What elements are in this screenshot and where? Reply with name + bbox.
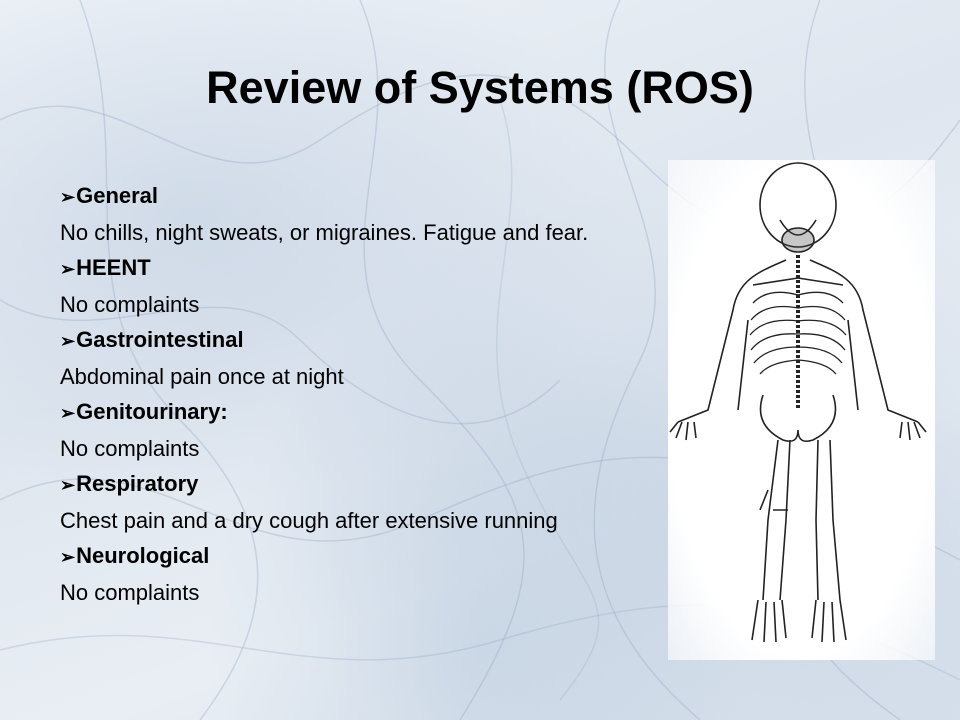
section-body: No complaints (60, 580, 200, 605)
skeleton-icon (669, 162, 927, 643)
section-heading: Gastrointestinal (76, 327, 244, 352)
ros-section-heent: ➢HEENT No complaints (60, 250, 660, 322)
section-heading: Genitourinary: (76, 399, 228, 424)
section-heading: General (76, 183, 159, 208)
ros-list: ➢General No chills, night sweats, or mig… (60, 178, 660, 610)
section-body: Abdominal pain once at night (60, 364, 344, 389)
section-heading: HEENT (76, 255, 151, 280)
section-heading: Respiratory (76, 471, 199, 496)
section-body: No complaints (60, 292, 200, 317)
section-body: Chest pain and a dry cough after extensi… (60, 508, 558, 533)
arrowhead-bullet-icon: ➢ (60, 475, 76, 495)
section-body: No complaints (60, 436, 200, 461)
ros-section-gastrointestinal: ➢Gastrointestinal Abdominal pain once at… (60, 322, 660, 394)
arrowhead-bullet-icon: ➢ (60, 187, 76, 207)
ros-section-genitourinary: ➢Genitourinary: No complaints (60, 394, 660, 466)
skeleton-image (668, 160, 935, 660)
arrowhead-bullet-icon: ➢ (60, 259, 76, 279)
slide-title: Review of Systems (ROS) (206, 62, 754, 113)
arrowhead-bullet-icon: ➢ (60, 547, 76, 567)
arrowhead-bullet-icon: ➢ (60, 403, 76, 423)
arrowhead-bullet-icon: ➢ (60, 331, 76, 351)
section-body: No chills, night sweats, or migraines. F… (60, 220, 589, 245)
ros-section-respiratory: ➢Respiratory Chest pain and a dry cough … (60, 466, 660, 538)
ros-section-neurological: ➢Neurological No complaints (60, 538, 660, 610)
section-heading: Neurological (76, 543, 210, 568)
ros-section-general: ➢General No chills, night sweats, or mig… (60, 178, 660, 250)
